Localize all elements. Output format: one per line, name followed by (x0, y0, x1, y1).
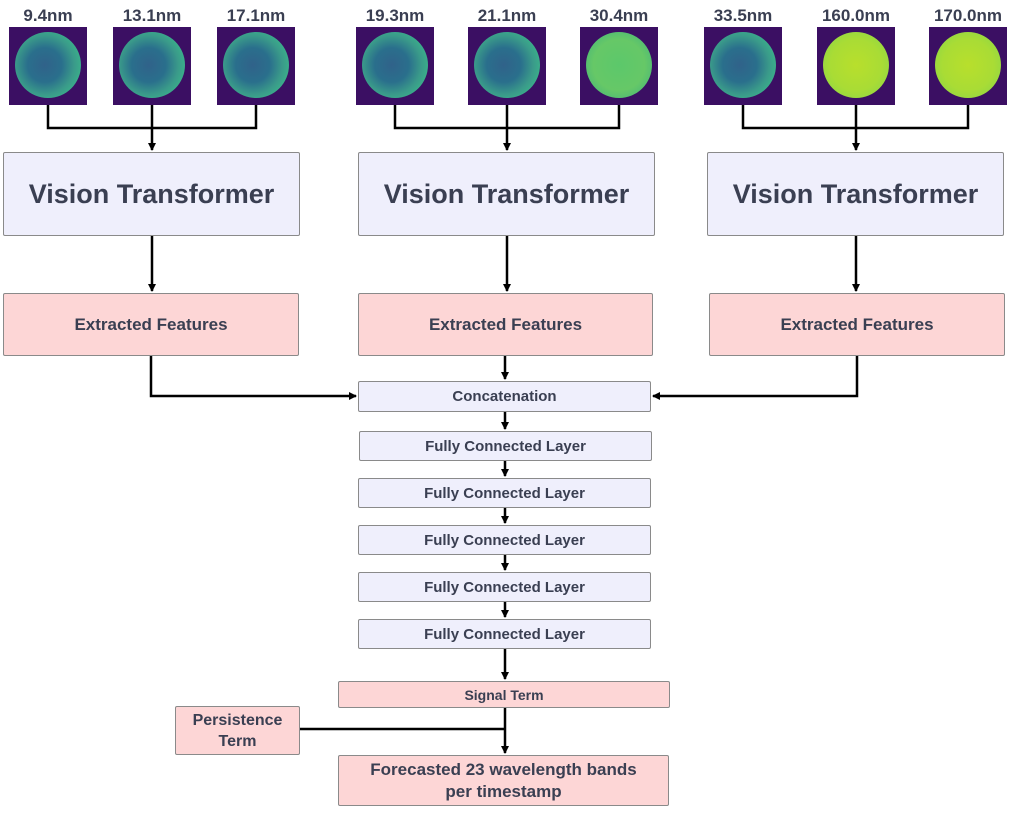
wavelength-label-6: 30.4nm (589, 6, 649, 25)
wavelength-label-3: 17.1nm (226, 6, 286, 25)
image-merge-line-1 (46, 105, 258, 130)
wavelength-label-7: 33.5nm (713, 6, 773, 25)
wavelength-label-4: 19.3nm (365, 6, 425, 25)
persistence-term-box: Persistence Term (175, 706, 300, 755)
signal-term-box: Signal Term (338, 681, 670, 708)
forecast-output-line-1: Forecasted 23 wavelength bands (370, 759, 637, 779)
forecast-output-box: Forecasted 23 wavelength bands per times… (338, 755, 669, 806)
solar-image-9 (929, 27, 1007, 105)
fully-connected-layer-3: Fully Connected Layer (358, 525, 651, 555)
fully-connected-layer-4: Fully Connected Layer (358, 572, 651, 602)
wavelength-label-1: 9.4nm (23, 6, 73, 25)
forecast-output-line-2: per timestamp (445, 781, 562, 801)
wavelength-label-8: 160.0nm (821, 6, 891, 25)
solar-image-7 (704, 27, 782, 105)
solar-image-6 (580, 27, 658, 105)
persistence-term-label: Persistence Term (192, 711, 283, 750)
concatenation-box: Concatenation (358, 381, 651, 412)
vision-transformer-3: Vision Transformer (707, 152, 1004, 236)
solar-image-8 (817, 27, 895, 105)
fully-connected-layer-2: Fully Connected Layer (358, 478, 651, 508)
solar-image-5 (468, 27, 546, 105)
solar-image-2 (113, 27, 191, 105)
vision-transformer-1: Vision Transformer (3, 152, 300, 236)
extracted-features-3: Extracted Features (709, 293, 1005, 356)
solar-image-1 (9, 27, 87, 105)
fully-connected-layer-5: Fully Connected Layer (358, 619, 651, 649)
wavelength-label-5: 21.1nm (477, 6, 537, 25)
extracted-features-2: Extracted Features (358, 293, 653, 356)
image-merge-line-2 (393, 105, 621, 130)
arrow-features-1-to-concat (149, 356, 357, 400)
solar-image-4 (356, 27, 434, 105)
image-merge-line-3 (741, 105, 970, 130)
wavelength-label-9: 170.0nm (933, 6, 1003, 25)
extracted-features-1: Extracted Features (3, 293, 299, 356)
fully-connected-layer-1: Fully Connected Layer (359, 431, 652, 461)
vision-transformer-2: Vision Transformer (358, 152, 655, 236)
wavelength-label-2: 13.1nm (122, 6, 182, 25)
solar-image-3 (217, 27, 295, 105)
arrow-features-3-to-concat (652, 356, 859, 400)
